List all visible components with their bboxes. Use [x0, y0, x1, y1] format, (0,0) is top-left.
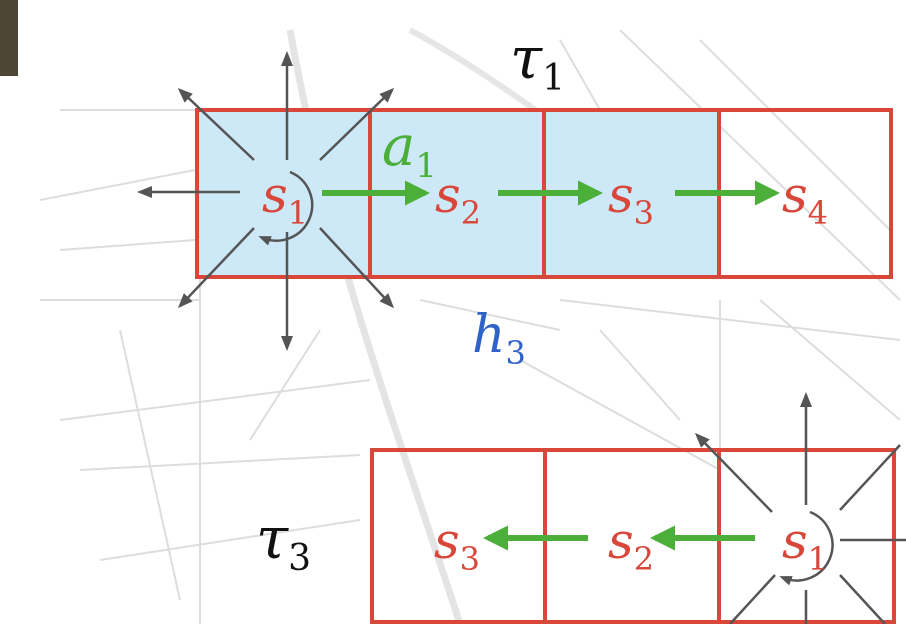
arrow-up-left [694, 432, 773, 513]
stay-loop-arrow [258, 170, 314, 246]
arrow-down-left [177, 227, 255, 309]
arrow-down-left [729, 574, 776, 624]
corner-thumbnail [0, 0, 18, 76]
stay-loop-arrow [779, 510, 834, 586]
state-label-bottom-1: s1 [782, 512, 828, 578]
state-label-top-4: s4 [782, 166, 828, 232]
state-label-top-3: s3 [608, 166, 654, 232]
trajectory-bottom-name: τ3 [256, 504, 311, 579]
arrow-down-right [319, 227, 395, 309]
action-label: a1 [382, 114, 437, 186]
trajectory-top-name: τ1 [510, 24, 565, 99]
state-label-top-1: s1 [262, 166, 308, 232]
top-action-space-arrows [137, 51, 395, 351]
state-label-bottom-3: s3 [434, 512, 480, 578]
arrow-up-right [839, 444, 901, 511]
arrow-down-right [839, 574, 886, 624]
state-label-top-2: s2 [435, 166, 481, 232]
arrow-up-left [177, 87, 255, 161]
state-label-bottom-2: s2 [608, 512, 654, 578]
history-label: h3 [472, 305, 526, 372]
arrow-up-right [319, 87, 395, 161]
bottom-action-space-arrows [694, 392, 906, 624]
